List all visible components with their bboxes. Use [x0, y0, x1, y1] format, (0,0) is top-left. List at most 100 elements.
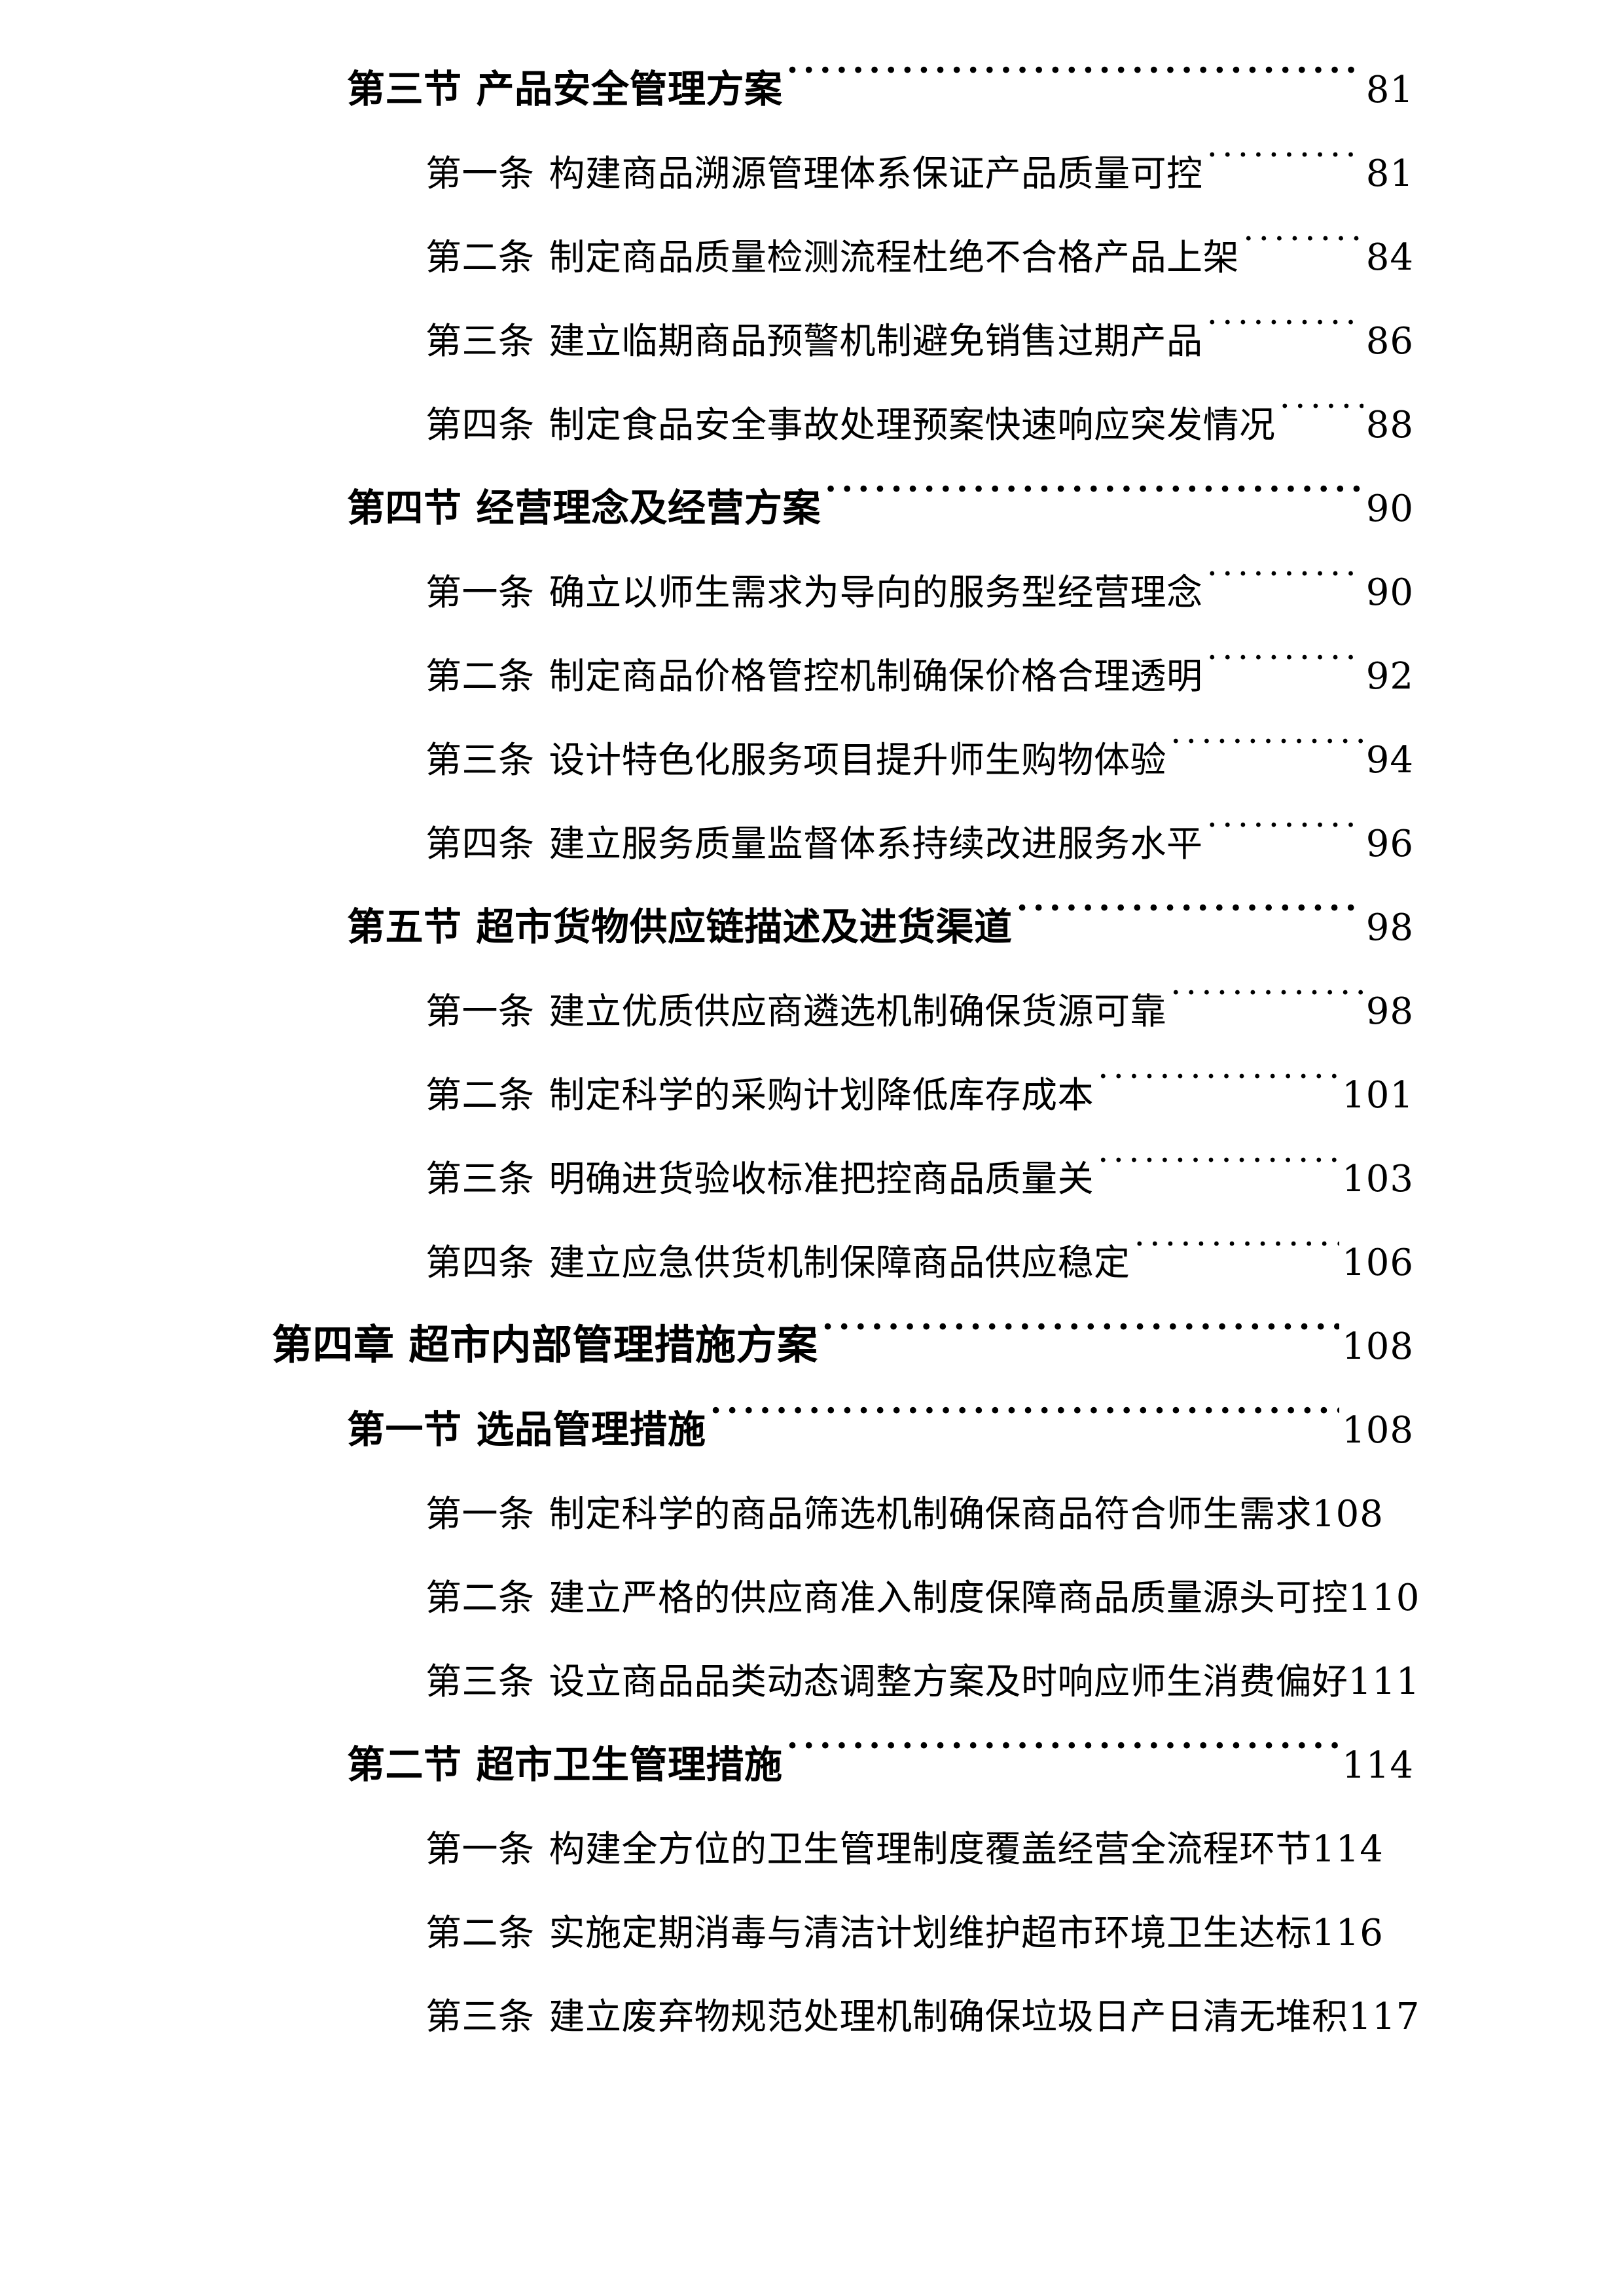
toc-page-number: 108	[1342, 1325, 1414, 1368]
toc-entry-number: 第三条	[425, 320, 535, 362]
toc-entry-article[interactable]: 第三条设计特色化服务项目提升师生购物体验....................…	[425, 689, 1414, 781]
toc-leader-dots: ........................................…	[1207, 521, 1363, 605]
toc-entry-number: 第四节	[347, 486, 462, 530]
toc-page-number: 81	[1365, 69, 1414, 111]
toc-entry-number: 第三条	[425, 1996, 535, 2037]
toc-entry-number: 第三节	[347, 67, 462, 111]
toc-entry-section[interactable]: 第二节超市卫生管理措施.............................…	[347, 1694, 1414, 1787]
toc-entry-title: 第三节产品安全管理方案	[347, 47, 783, 131]
toc-entry-title: 第四条制定食品安全事故处理预案快速响应突发情况	[425, 383, 1276, 467]
toc-page-number: 88	[1365, 404, 1414, 446]
toc-leader-dot-run: ........................................…	[786, 1720, 1340, 1754]
toc-entry-number: 第二节	[347, 1742, 462, 1787]
toc-entry-title: 第三条明确进货验收标准把控商品质量关	[425, 1137, 1094, 1221]
toc-entry-title: 第二条制定商品价格管控机制确保价格合理透明	[425, 634, 1203, 718]
toc-entry-number: 第二条	[425, 1577, 535, 1619]
toc-entry-number: 第一条	[425, 990, 535, 1032]
toc-entry-number: 第一条	[425, 1493, 535, 1535]
toc-entry-article[interactable]: 第三条建立临期商品预警机制避免销售过期产品...................…	[425, 270, 1414, 363]
toc-entry-title: 第三条建立废弃物规范处理机制确保垃圾日产日清无堆积	[425, 1975, 1348, 2058]
toc-entry-heading-text: 选品管理措施	[476, 1407, 706, 1452]
toc-entry-heading-text: 制定科学的商品筛选机制确保商品符合师生需求	[549, 1493, 1312, 1535]
toc-entry-title: 第三条设计特色化服务项目提升师生购物体验	[425, 718, 1166, 802]
toc-entry-heading-text: 制定商品价格管控机制确保价格合理透明	[549, 655, 1203, 697]
toc-page-number: 96	[1365, 823, 1414, 865]
toc-entry-article[interactable]: 第二条制定科学的采购计划降低库存成本......................…	[425, 1024, 1414, 1117]
toc-entry-title: 第一节选品管理措施	[347, 1388, 706, 1471]
toc-entry-title: 第四节经营理念及经营方案	[347, 466, 821, 550]
toc-leader-dots: ........................................…	[1207, 102, 1363, 186]
toc-leader-dots: ........................................…	[1170, 940, 1363, 1024]
toc-entry-section[interactable]: 第四节经营理念及经营方案............................…	[347, 437, 1414, 530]
toc-entry-title: 第四条建立服务质量监督体系持续改进服务水平	[425, 802, 1203, 886]
toc-entry-article[interactable]: 第二条制定商品价格管控机制确保价格合理透明...................…	[425, 605, 1414, 698]
toc-entry-article[interactable]: 第一条构建商品溯源管理体系保证产品质量可控...................…	[425, 102, 1414, 195]
toc-entry-article[interactable]: 第四条制定食品安全事故处理预案快速响应突发情况.................…	[425, 353, 1414, 446]
toc-entry-number: 第三条	[425, 739, 535, 781]
toc-entry-title: 第三条建立临期商品预警机制避免销售过期产品	[425, 299, 1203, 383]
toc-entry-article[interactable]: 第三条明确进货验收标准把控商品质量关......................…	[425, 1107, 1414, 1200]
toc-entry-heading-text: 超市内部管理措施方案	[408, 1321, 818, 1369]
toc-entry-number: 第三条	[425, 1158, 535, 1200]
toc-leader-dots: ........................................…	[1098, 1024, 1339, 1107]
toc-entry-heading-text: 超市货物供应链描述及进货渠道	[476, 905, 1013, 949]
toc-leader-dot-run: ........................................…	[1134, 1217, 1340, 1251]
toc-entry-number: 第二条	[425, 1912, 535, 1954]
toc-entry-title: 第二条制定商品质量检测流程杜绝不合格产品上架	[425, 215, 1239, 299]
toc-entry-article[interactable]: 第一条确立以师生需求为导向的服务型经营理念...................…	[425, 521, 1414, 614]
toc-entry-article[interactable]: 第一条建立优质供应商遴选机制确保货源可靠....................…	[425, 940, 1414, 1033]
toc-entry-title: 第一条确立以师生需求为导向的服务型经营理念	[425, 550, 1203, 634]
toc-entry-heading-text: 制定食品安全事故处理预案快速响应突发情况	[549, 404, 1276, 446]
toc-entry-heading-text: 设计特色化服务项目提升师生购物体验	[549, 739, 1167, 781]
toc-page-number: 114	[1342, 1744, 1414, 1787]
toc-entry-section[interactable]: 第一节选品管理措施...............................…	[347, 1359, 1414, 1452]
toc-leader-dot-run: ........................................…	[1206, 798, 1363, 833]
toc-entry-heading-text: 确立以师生需求为导向的服务型经营理念	[549, 571, 1203, 613]
toc-leader-dots: ........................................…	[1207, 772, 1363, 856]
toc-page-number: 110	[1348, 1577, 1420, 1619]
toc-entry-article[interactable]: 第三条建立废弃物规范处理机制确保垃圾日产日清无堆积...............…	[425, 1945, 1419, 2038]
toc-leader-dots: ........................................…	[710, 1359, 1340, 1443]
toc-entry-title: 第一条制定科学的商品筛选机制确保商品符合师生需求	[425, 1472, 1312, 1556]
toc-leader-dot-run: ........................................…	[1206, 128, 1363, 162]
toc-entry-heading-text: 建立应急供货机制保障商品供应稳定	[549, 1242, 1130, 1283]
toc-entry-article[interactable]: 第二条制定商品质量检测流程杜绝不合格产品上架..................…	[425, 186, 1414, 279]
toc-entry-article[interactable]: 第四条建立服务质量监督体系持续改进服务水平...................…	[425, 772, 1414, 865]
toc-page-number: 94	[1365, 739, 1414, 781]
toc-leader-dot-run: ........................................…	[1243, 212, 1363, 246]
toc-leader-dot-run: ........................................…	[1170, 966, 1363, 1000]
toc-page-number: 81	[1365, 152, 1414, 195]
toc-entry-section[interactable]: 第三节产品安全管理方案.............................…	[347, 18, 1414, 111]
toc-leader-dots: ........................................…	[825, 437, 1363, 521]
toc-page-number: 101	[1342, 1074, 1414, 1117]
toc-page-number: 92	[1365, 655, 1414, 698]
toc-entry-heading-text: 制定科学的采购计划降低库存成本	[549, 1074, 1094, 1116]
toc-page-number: 98	[1365, 990, 1414, 1033]
toc-page-number: 98	[1365, 906, 1414, 949]
toc-entry-heading-text: 建立服务质量监督体系持续改进服务水平	[549, 823, 1203, 865]
toc-leader-dot-run: ........................................…	[1206, 296, 1363, 330]
toc-entry-article[interactable]: 第一条制定科学的商品筛选机制确保商品符合师生需求................…	[425, 1443, 1414, 1535]
toc-entry-article[interactable]: 第一条构建全方位的卫生管理制度覆盖经营全流程环节................…	[425, 1778, 1414, 1871]
toc-entry-title: 第三条设立商品品类动态调整方案及时响应师生消费偏好	[425, 1640, 1348, 1723]
toc-entry-number: 第二条	[425, 1074, 535, 1116]
toc-entry-article[interactable]: 第二条实施定期消毒与清洁计划维护超市环境卫生达标................…	[425, 1861, 1414, 1954]
toc-entry-title: 第五节超市货物供应链描述及进货渠道	[347, 885, 1013, 969]
toc-entry-number: 第一节	[347, 1407, 462, 1452]
toc-entry-heading-text: 建立废弃物规范处理机制确保垃圾日产日清无堆积	[549, 1996, 1348, 2037]
toc-leader-dots: ........................................…	[1098, 1107, 1339, 1191]
toc-leader-dot-run: ........................................…	[1170, 715, 1363, 749]
toc-leader-dots: ........................................…	[1243, 186, 1363, 270]
toc-entry-article[interactable]: 第三条设立商品品类动态调整方案及时响应师生消费偏好...............…	[425, 1610, 1419, 1703]
toc-entry-article[interactable]: 第四条建立应急供货机制保障商品供应稳定.....................…	[425, 1191, 1414, 1284]
toc-entry-article[interactable]: 第二条建立严格的供应商准入制度保障商品质量源头可控...............…	[425, 1526, 1419, 1619]
toc-entry-chapter[interactable]: 第四章超市内部管理措施方案...........................…	[272, 1275, 1414, 1369]
toc-page-number: 103	[1342, 1158, 1414, 1200]
toc-page-number: 116	[1312, 1912, 1384, 1954]
toc-entry-title: 第四条建立应急供货机制保障商品供应稳定	[425, 1221, 1130, 1304]
toc-entry-section[interactable]: 第五节超市货物供应链描述及进货渠道.......................…	[347, 856, 1414, 949]
toc-entry-number: 第一条	[425, 1828, 535, 1870]
toc-leader-dot-run: ........................................…	[1206, 631, 1363, 665]
toc-page-number: 86	[1365, 320, 1414, 363]
toc-page-number: 90	[1365, 488, 1414, 530]
